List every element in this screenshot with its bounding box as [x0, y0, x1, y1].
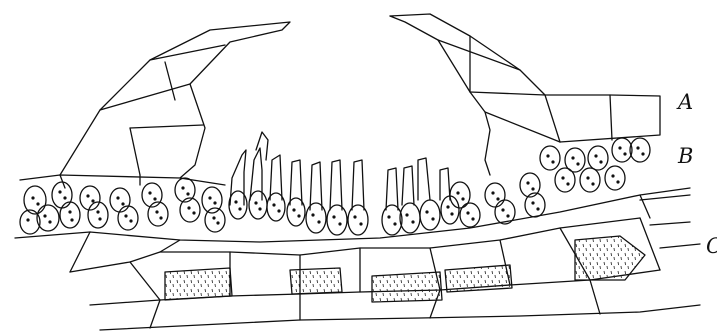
label-c: C: [706, 236, 717, 257]
label-b: B: [678, 146, 693, 167]
right-hair: [390, 14, 660, 175]
speckled-cells: [165, 236, 645, 302]
glandular-hairs: [229, 132, 459, 235]
label-a: A: [678, 92, 693, 113]
left-hair: [60, 22, 290, 178]
cell-layer-b: [20, 138, 650, 234]
